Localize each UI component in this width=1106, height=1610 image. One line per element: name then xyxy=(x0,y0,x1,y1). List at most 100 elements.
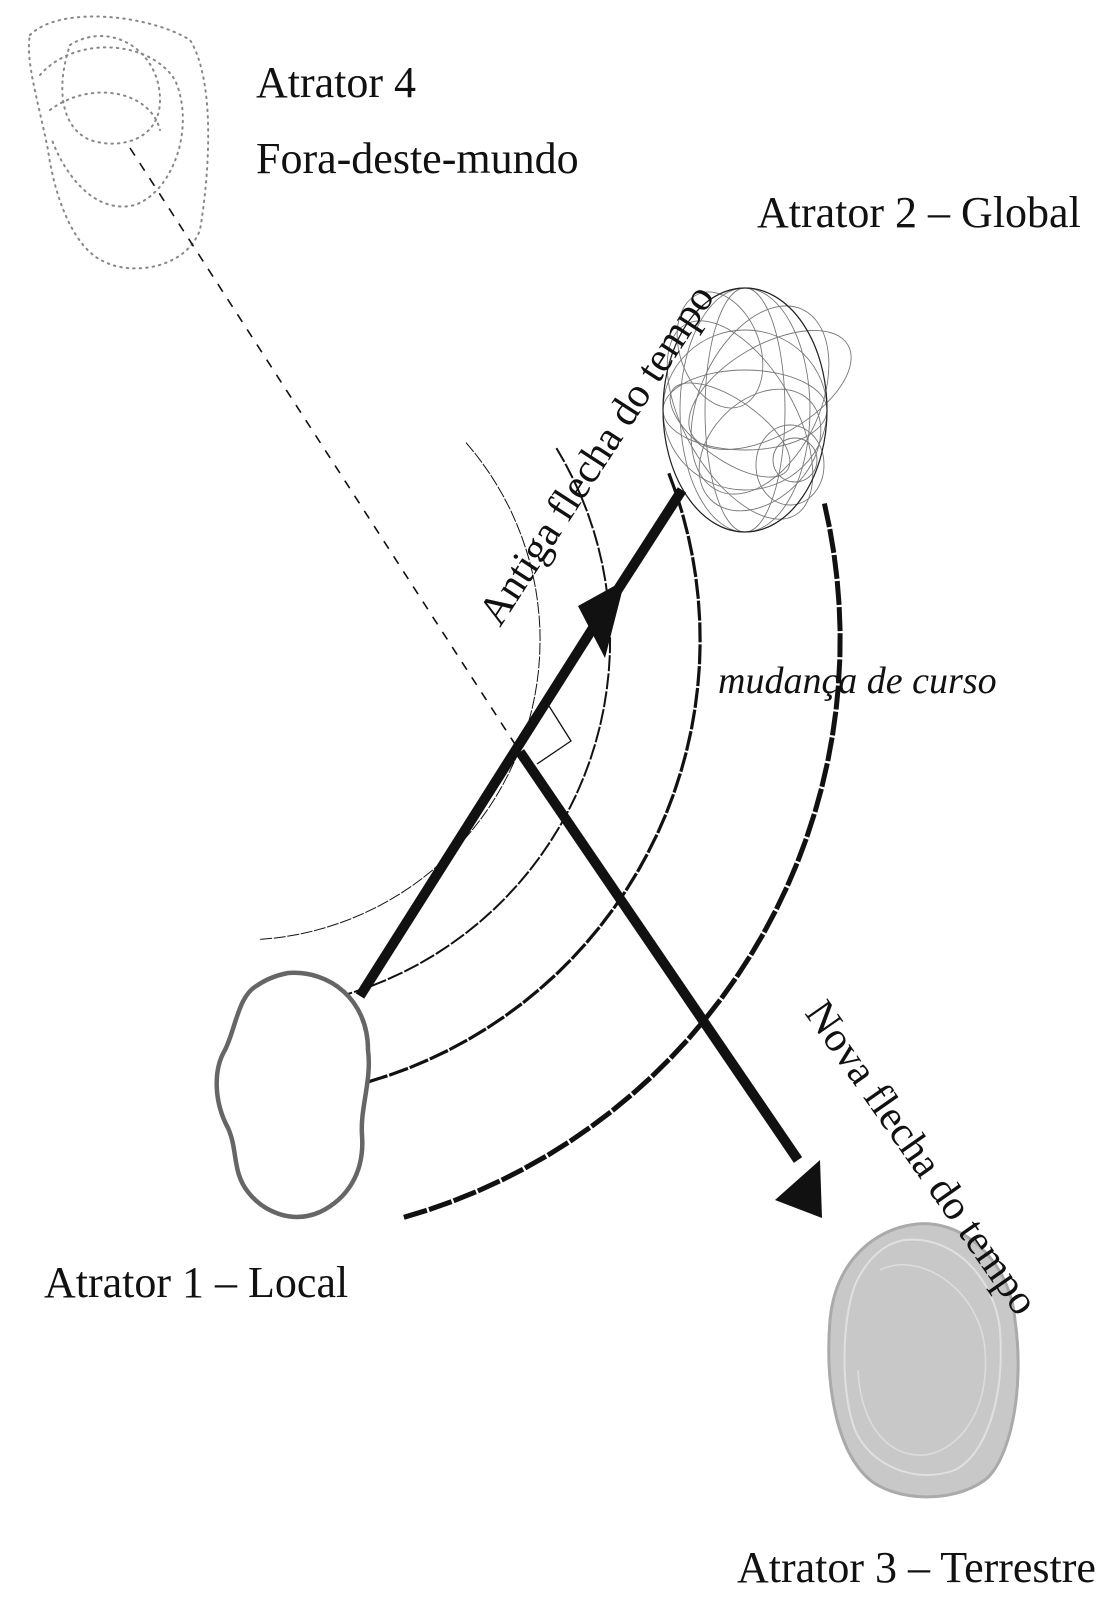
course-change-tick xyxy=(387,971,403,981)
course-change-tick xyxy=(819,762,830,788)
course-change-tick xyxy=(510,510,517,522)
course-change-tick xyxy=(693,687,700,708)
course-change-tick xyxy=(525,548,530,561)
right-angle-marker xyxy=(536,705,572,765)
course-change-tick xyxy=(719,977,738,1000)
course-change-tick xyxy=(538,615,541,628)
course-change-tick xyxy=(467,1027,487,1041)
old-arrow-label: Antiga flecha do tempo xyxy=(470,277,724,634)
course-change-tick xyxy=(636,853,649,873)
course-change-tick xyxy=(597,547,604,564)
course-change-tick xyxy=(748,932,766,957)
course-change-tick xyxy=(696,665,701,687)
course-change-tick xyxy=(504,498,511,510)
course-change-tick xyxy=(536,669,540,682)
course-change-tick xyxy=(601,565,607,582)
course-change-tick xyxy=(403,963,419,973)
attractor-2-outline xyxy=(662,287,828,533)
course-change-tick xyxy=(495,785,503,797)
course-change-tick xyxy=(500,1166,525,1183)
course-change-tick xyxy=(532,574,536,587)
course-change-tick xyxy=(429,1049,449,1061)
course-change-tick xyxy=(603,691,608,708)
course-change-tick xyxy=(646,833,659,854)
course-change-tick xyxy=(313,927,326,932)
course-change-tick xyxy=(734,955,752,979)
course-change-tick xyxy=(388,1066,409,1077)
course-change-tick xyxy=(592,530,599,546)
new-arrow xyxy=(515,749,822,1218)
attractor-4-label-line1: Atrator 4 xyxy=(256,58,416,107)
course-change-tick xyxy=(575,778,585,794)
attractor-4-shape xyxy=(27,15,210,270)
course-change-tick xyxy=(564,463,574,479)
course-change-tick xyxy=(508,761,515,773)
course-change-tick xyxy=(419,954,435,965)
attractor-3-shape xyxy=(827,1222,1020,1499)
course-change-tick xyxy=(691,557,698,578)
course-change-tick xyxy=(833,685,841,710)
course-change-tick xyxy=(599,908,614,927)
course-change-tick xyxy=(668,1038,689,1060)
attractor-1-label: Atrator 1 – Local xyxy=(44,1258,348,1307)
course-change-tick xyxy=(523,1154,548,1171)
course-change-tick xyxy=(568,794,577,810)
course-change-tick xyxy=(409,1058,429,1070)
course-change-tick xyxy=(679,751,688,773)
course-change-tick xyxy=(685,730,693,751)
course-change-tick xyxy=(836,607,843,632)
course-change-tick xyxy=(471,820,481,831)
course-change-tick xyxy=(664,793,675,814)
course-change-tick xyxy=(830,711,839,736)
course-change-tick xyxy=(260,937,273,940)
course-change-tick xyxy=(450,933,465,945)
course-change-tick xyxy=(555,447,566,463)
course-change-tick xyxy=(448,1038,468,1052)
course-change-tick xyxy=(505,884,518,898)
course-change-tick xyxy=(583,761,591,777)
course-change-tick xyxy=(696,600,702,621)
course-change-tick xyxy=(377,900,389,908)
course-change-tick xyxy=(703,998,723,1021)
course-change-tick xyxy=(490,474,498,486)
course-change-tick xyxy=(273,936,286,939)
course-change-tick xyxy=(650,1057,671,1079)
course-change-tick xyxy=(689,709,697,730)
course-change-tick xyxy=(300,930,313,935)
course-change-tick xyxy=(774,886,789,911)
attractor-4-dashed-line xyxy=(129,147,521,753)
course-change-tick xyxy=(580,496,588,512)
course-change-tick xyxy=(821,502,832,528)
course-change-tick xyxy=(486,1015,505,1030)
course-change-tick xyxy=(589,1110,613,1129)
course-change-tick xyxy=(605,673,610,690)
course-change-label: mudança de curso xyxy=(718,660,997,702)
course-change-tick xyxy=(825,737,835,762)
course-change-tick xyxy=(504,1002,523,1017)
course-change-arcs xyxy=(260,442,843,1220)
course-change-arc-4 xyxy=(403,502,843,1220)
course-change-tick xyxy=(474,452,483,463)
course-change-tick xyxy=(482,463,491,474)
course-change-tick xyxy=(423,869,434,878)
course-change-tick xyxy=(570,943,587,960)
course-change-tick xyxy=(529,561,534,574)
course-change-tick xyxy=(599,708,605,726)
course-change-tick xyxy=(624,872,638,892)
course-change-tick xyxy=(412,877,423,886)
course-change-tick xyxy=(522,988,540,1004)
course-change-tick xyxy=(594,726,601,743)
course-change-tick xyxy=(480,809,489,820)
course-change-tick xyxy=(515,523,522,535)
course-change-tick xyxy=(465,442,475,453)
course-change-tick xyxy=(435,944,450,955)
attractor-4-label-line2: Fora-deste-mundo xyxy=(256,134,579,183)
course-change-tick xyxy=(550,826,561,842)
course-change-tick xyxy=(672,773,682,793)
course-change-tick xyxy=(476,1178,501,1194)
course-change-tick xyxy=(586,512,594,529)
course-change-tick xyxy=(694,578,700,599)
course-change-tick xyxy=(370,979,387,988)
course-change-tick xyxy=(534,683,538,696)
